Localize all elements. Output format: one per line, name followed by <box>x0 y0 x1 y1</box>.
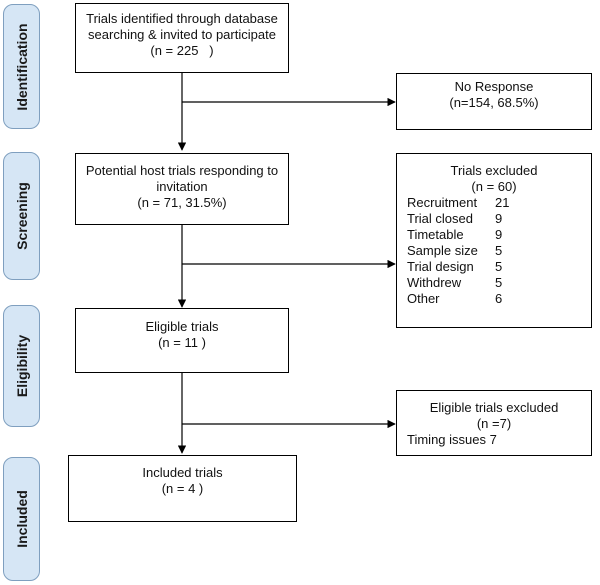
identified-line2: searching & invited to participate <box>88 27 276 42</box>
box-eligible-trials-excluded: Eligible trials excluded (n =7) Timing i… <box>396 390 592 456</box>
identified-count: (n = 225 ) <box>150 43 214 58</box>
excluded-reason-count: 9 <box>495 211 503 226</box>
no-response-count: (n=154, 68.5%) <box>449 95 539 110</box>
box-included-trials: Included trials (n = 4 ) <box>68 455 297 522</box>
excluded-reason: Withdrew <box>407 275 462 290</box>
excluded-reason-row: Trial closed 9 <box>407 211 591 227</box>
excluded-reason-row: Recruitment 21 <box>407 195 591 211</box>
excluded-reason: Timetable <box>407 227 464 242</box>
excluded-reason-row: Trial design 5 <box>407 259 591 275</box>
excluded-reason-count: 21 <box>495 195 510 210</box>
stage-included: Included <box>3 457 40 581</box>
excluded-reason: Recruitment <box>407 195 478 210</box>
excluded-reason: Other <box>407 291 440 306</box>
eligible-excluded-count: (n =7) <box>476 416 512 431</box>
excluded-reason-count: 5 <box>495 243 503 258</box>
excluded-reason: Trial design <box>407 259 474 274</box>
included-title: Included trials <box>142 465 223 480</box>
excluded-reason-row: Timetable 9 <box>407 227 591 243</box>
excluded-reason-row: Sample size 5 <box>407 243 591 259</box>
stage-eligibility: Eligibility <box>3 305 40 427</box>
identified-line1: Trials identified through database <box>86 11 278 26</box>
excluded-reason: Sample size <box>407 243 478 258</box>
eligible-count: (n = 11 ) <box>158 335 206 350</box>
excluded-reason-row: Other 6 <box>407 291 591 307</box>
excluded-title: Trials excluded <box>450 163 538 178</box>
potential-line2: invitation <box>156 179 208 194</box>
excluded-reason-count: 5 <box>495 275 503 290</box>
stage-identification: Identification <box>3 4 40 129</box>
excluded-reason-row: Withdrew 5 <box>407 275 591 291</box>
included-count: (n = 4 ) <box>161 481 204 496</box>
box-trials-excluded: Trials excluded (n = 60) Recruitment 21 … <box>396 153 592 328</box>
no-response-title: No Response <box>454 79 534 94</box>
excluded-reason-count: 5 <box>495 259 503 274</box>
box-no-response: No Response (n=154, 68.5%) <box>396 73 592 130</box>
excluded-reason: Trial closed <box>407 211 473 226</box>
excluded-reasons-table: Recruitment 21 Trial closed 9 Timetable … <box>397 195 591 307</box>
eligible-excluded-title: Eligible trials excluded <box>429 400 559 415</box>
potential-count: (n = 71, 31.5%) <box>137 195 227 210</box>
potential-line1: Potential host trials responding to <box>85 163 279 178</box>
eligible-excluded-reason: Timing issues 7 <box>407 432 497 447</box>
eligible-title: Eligible trials <box>145 319 219 334</box>
box-eligible-trials: Eligible trials (n = 11 ) <box>75 308 289 373</box>
box-trials-identified: Trials identified through database searc… <box>75 3 289 73</box>
stage-screening: Screening <box>3 152 40 280</box>
excluded-count: (n = 60) <box>471 179 517 194</box>
excluded-reason-count: 6 <box>495 291 503 306</box>
excluded-reason-count: 9 <box>495 227 503 242</box>
box-potential-host-trials: Potential host trials responding to invi… <box>75 153 289 225</box>
